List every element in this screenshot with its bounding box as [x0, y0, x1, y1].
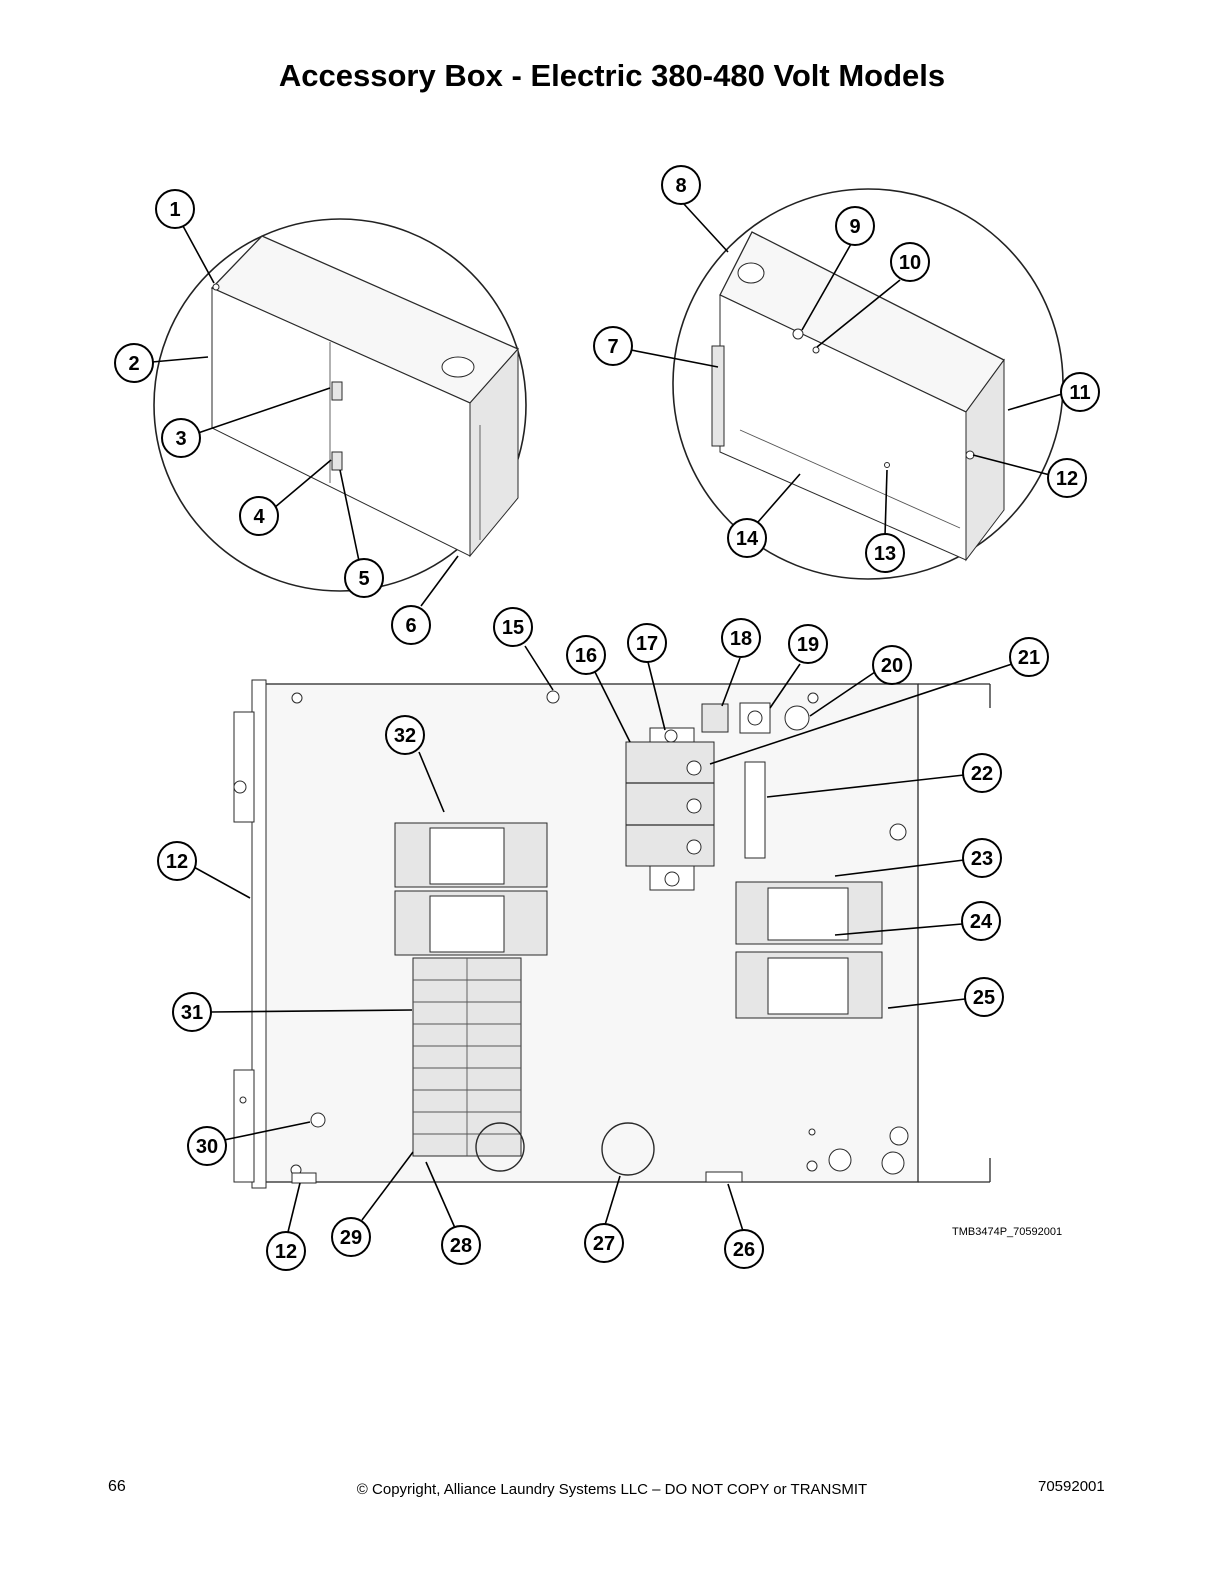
callout-23: 23 [962, 838, 1002, 878]
callout-24: 24 [961, 901, 1001, 941]
callout-label: 3 [175, 428, 186, 450]
callout-label: 29 [340, 1227, 362, 1249]
callout-32: 32 [385, 715, 425, 755]
callout-11: 11 [1060, 372, 1100, 412]
callout-18: 18 [721, 618, 761, 658]
callout-25: 25 [964, 977, 1004, 1017]
callout-17: 17 [627, 623, 667, 663]
callout-13: 13 [865, 533, 905, 573]
callout-5: 5 [344, 558, 384, 598]
callout-27: 27 [584, 1223, 624, 1263]
callout-label: 25 [973, 987, 995, 1009]
callout-12: 12 [1047, 458, 1087, 498]
callout-29: 29 [331, 1217, 371, 1257]
callout-10: 10 [890, 242, 930, 282]
callout-label: 2 [128, 353, 139, 375]
callout-4: 4 [239, 496, 279, 536]
callout-30: 30 [187, 1126, 227, 1166]
callout-26: 26 [724, 1229, 764, 1269]
callout-19: 19 [788, 624, 828, 664]
callout-label: 12 [1056, 468, 1078, 490]
page-number: 66 [108, 1478, 126, 1495]
callout-label: 23 [971, 848, 993, 870]
callout-14: 14 [727, 518, 767, 558]
drawing-id: TMB3474P_70592001 [952, 1226, 1063, 1238]
leader-lines [151, 202, 1063, 1233]
callout-label: 21 [1018, 647, 1040, 669]
callout-label: 17 [636, 633, 658, 655]
callout-15: 15 [493, 607, 533, 647]
callout-label: 1 [169, 199, 180, 221]
callout-6: 6 [391, 605, 431, 645]
callout-label: 12 [275, 1241, 297, 1263]
callout-8: 8 [661, 165, 701, 205]
callout-label: 9 [849, 216, 860, 238]
callout-21: 21 [1009, 637, 1049, 677]
callout-label: 32 [394, 725, 416, 747]
callout-label: 12 [166, 851, 188, 873]
callout-label: 15 [502, 617, 524, 639]
callout-28: 28 [441, 1225, 481, 1265]
callout-label: 5 [358, 568, 369, 590]
callout-label: 28 [450, 1235, 472, 1257]
callout-label: 14 [736, 528, 759, 550]
callout-label: 19 [797, 634, 819, 656]
callout-label: 31 [181, 1002, 203, 1024]
detail-view-left [153, 218, 527, 592]
callout-9: 9 [835, 206, 875, 246]
callout-20: 20 [872, 645, 912, 685]
callout-label: 7 [607, 336, 618, 358]
callout-16: 16 [566, 635, 606, 675]
callout-2: 2 [114, 343, 154, 383]
callout-label: 6 [405, 615, 416, 637]
callout-22: 22 [962, 753, 1002, 793]
callout-label: 27 [593, 1233, 615, 1255]
callout-label: 8 [675, 175, 686, 197]
callout-label: 4 [253, 506, 265, 528]
callout-label: 11 [1069, 382, 1090, 404]
callout-12-bottom: 12 [266, 1231, 306, 1271]
document-number: 70592001 [1038, 1478, 1105, 1495]
detail-view-right [672, 188, 1064, 580]
callout-label: 10 [899, 252, 921, 274]
page-title: Accessory Box - Electric 380-480 Volt Mo… [278, 58, 946, 93]
callout-label: 16 [575, 645, 597, 667]
callout-label: 20 [881, 655, 903, 677]
accessory-panel [233, 679, 991, 1189]
callout-31: 31 [172, 992, 212, 1032]
callout-1: 1 [155, 189, 195, 229]
callout-label: 24 [970, 911, 993, 933]
callout-label: 18 [730, 628, 752, 650]
callout-12-left: 12 [157, 841, 197, 881]
callout-7: 7 [593, 326, 633, 366]
callout-label: 22 [971, 763, 993, 785]
callout-3: 3 [161, 418, 201, 458]
callout-label: 26 [733, 1239, 755, 1261]
copyright-notice: © Copyright, Alliance Laundry Systems LL… [356, 1481, 868, 1498]
callout-label: 13 [874, 543, 896, 565]
callout-label: 30 [196, 1136, 218, 1158]
